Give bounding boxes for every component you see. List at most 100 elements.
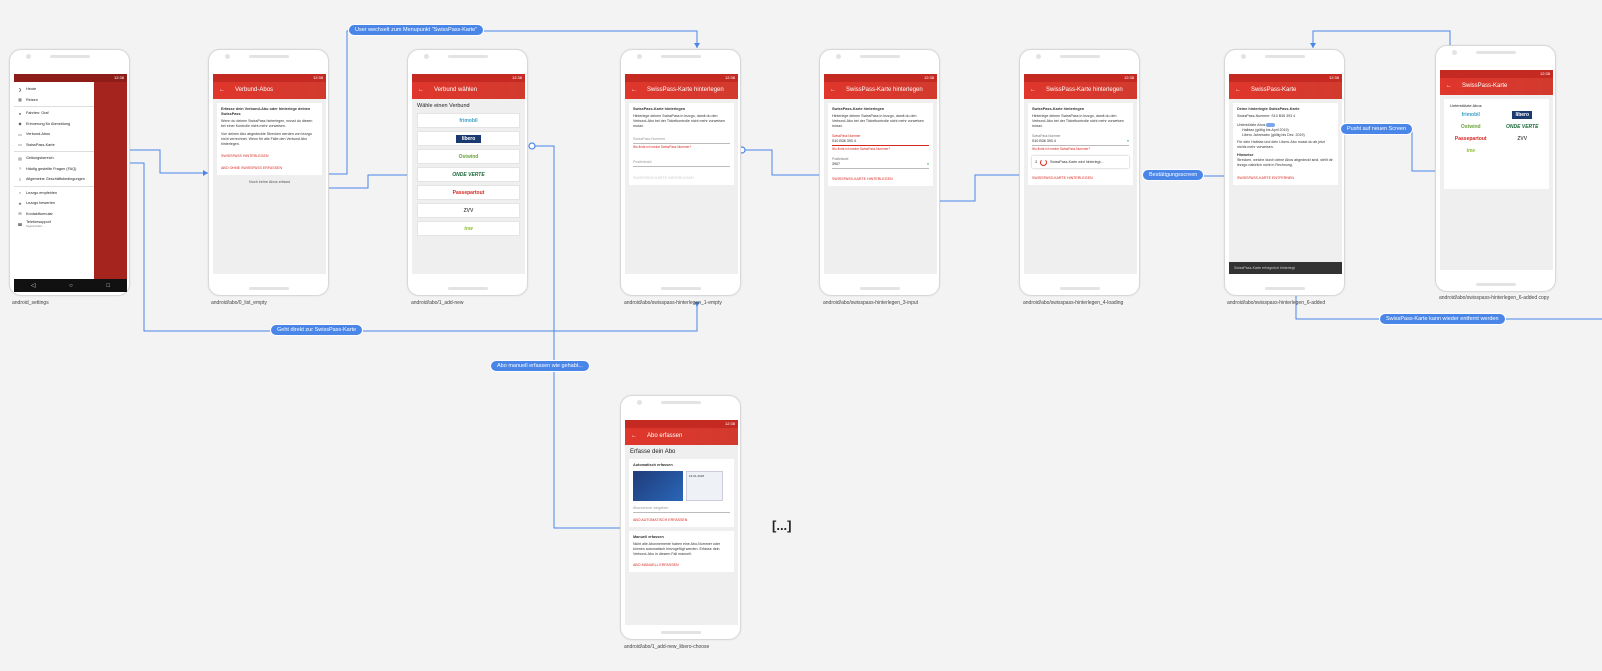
- menu-item-scope[interactable]: ▤Geltungsbereich: [14, 153, 94, 164]
- verbund-tnw[interactable]: tnw: [417, 221, 520, 236]
- map-icon: ▤: [18, 155, 22, 161]
- status-bar: 12:38: [14, 74, 127, 82]
- annotation-remove: SwissPass-Karte kann wieder entfernt wer…: [1380, 314, 1505, 324]
- menu-item-faq[interactable]: ?Häufig gestellte Fragen (FAQ): [14, 164, 94, 175]
- back-arrow-icon[interactable]: ←: [418, 87, 424, 93]
- doc-icon: ≡: [18, 176, 22, 182]
- logo-onde-verte: ONDE VERTE: [1506, 124, 1539, 130]
- verbund-ostwind[interactable]: Ostwind: [417, 149, 520, 164]
- menu-item-reminder[interactable]: ◆Erinnerung für Abmeldung: [14, 119, 94, 130]
- verbund-frimobil[interactable]: frimobil: [417, 113, 520, 128]
- menu-item-heute[interactable]: ❯Heute: [14, 84, 94, 95]
- verbund-onde-verte[interactable]: ONDE VERTE: [417, 167, 520, 182]
- back-arrow-icon[interactable]: ←: [1446, 83, 1452, 89]
- menu-item-rate[interactable]: ★Lezzgo bewerten: [14, 198, 94, 209]
- phone-swisspass-empty: 12:38 ←SwissPass-Karte hinterlegen Swiss…: [620, 49, 741, 296]
- calendar-icon: ▦: [18, 97, 22, 103]
- phone-abo-list-empty: 12:38 ←Verbund-Abos Erfasse dein Verbund…: [208, 49, 329, 296]
- ticket-image: 16.01.2018: [686, 471, 723, 501]
- phone-add-new: 12:38 ←Verbund wählen Wähle einen Verbun…: [407, 49, 528, 296]
- swisspass-form-card: SwissPass-Karte hinterlegen Hinterlege d…: [629, 103, 734, 185]
- auto-capture-card: Automatisch erfassen 16.01.2018 Abonumme…: [629, 459, 734, 527]
- manual-capture-card: Manuell erfassen Nicht alle Abonnemente …: [629, 531, 734, 572]
- connector-dot: [528, 142, 536, 150]
- loading-dialog: 3 SwissPass-Karte wird hinterlegt...: [1032, 156, 1129, 168]
- menu-item-verbund-abos[interactable]: ▭Verbund-Abos: [14, 129, 94, 140]
- plz-input[interactable]: 3907●: [832, 162, 929, 169]
- logo-tnw: tnw: [1466, 148, 1476, 154]
- abo-without-swisspass-link[interactable]: ABO OHNE SWISSPASS ERFASSEN: [221, 166, 283, 170]
- menu-item-contact[interactable]: ✉Kontaktformular: [14, 209, 94, 220]
- annotation-confirm: Bestätigungsscreen: [1143, 170, 1204, 180]
- recents-icon[interactable]: □: [106, 282, 111, 289]
- phone-settings: 12:38 ❯Heute ▦Reisen ●Fahrten: Graf ◆Eri…: [9, 49, 130, 296]
- more-screens-ellipsis: [...]: [772, 518, 792, 533]
- bell-icon: ◆: [18, 121, 22, 127]
- submit-button[interactable]: SWISSPASS-KARTE HINTERLEGEN: [1032, 176, 1093, 180]
- annotation-push: Pusht auf neuen Screen: [1341, 124, 1413, 134]
- verbund-list: frimobil libero Ostwind ONDE VERTE Passe…: [412, 113, 525, 236]
- help-link[interactable]: Wo finde ich meine SwissPass Nummer?: [1032, 147, 1091, 151]
- menu-item-agb[interactable]: ≡Allgemeine Geschäftsbedingungen: [14, 174, 94, 185]
- menu-item-profile[interactable]: ●Fahrten: Graf: [14, 108, 94, 119]
- help-icon: ?: [18, 166, 22, 172]
- back-arrow-icon[interactable]: ←: [219, 87, 225, 93]
- phone-abo-erfassen: 12:38 ←Abo erfassen Erfasse dein Abo Aut…: [620, 395, 741, 640]
- app-bar: ←Verbund-Abos: [213, 82, 326, 99]
- swisspass-number-input[interactable]: SwissPass Nummer: [633, 137, 730, 144]
- phone-swisspass-added: 12:38 ←SwissPass-Karte Deine hinterlegte…: [1224, 49, 1345, 296]
- help-link[interactable]: Wo finde ich meine SwissPass Nummer?: [832, 147, 891, 151]
- back-arrow-icon[interactable]: ←: [631, 433, 637, 439]
- back-arrow-icon[interactable]: ←: [1235, 87, 1241, 93]
- logo-passepartout: Passepartout: [1454, 136, 1487, 142]
- back-icon[interactable]: ◁: [30, 283, 36, 289]
- card-icon: ▭: [18, 142, 22, 148]
- abo-number-input[interactable]: Abonummer eingeben: [633, 506, 730, 513]
- phone-swisspass-input: 12:38 ←SwissPass-Karte hinterlegen Swiss…: [819, 49, 940, 296]
- menu-item-swisspass[interactable]: ▭SwissPass-Karte: [14, 140, 94, 151]
- back-arrow-icon[interactable]: ←: [631, 87, 637, 93]
- phone-swisspass-loading: 12:38 ←SwissPass-Karte hinterlegen Swiss…: [1019, 49, 1140, 296]
- phone-supported-abos: 12:38 ←SwissPass-Karte Unterstützte Abos…: [1435, 45, 1556, 292]
- manual-capture-button[interactable]: ABO MANUELL ERFASSEN: [633, 563, 679, 567]
- logo-ostwind: Ostwind: [1460, 124, 1481, 130]
- submit-button-disabled[interactable]: SWISSPASS-KARTE HINTERLEGEN: [633, 176, 694, 180]
- verbund-zvv[interactable]: ZVV: [417, 203, 520, 218]
- remove-swisspass-button[interactable]: SWISSPASS-KARTE ENTFERNEN: [1237, 176, 1294, 180]
- back-arrow-icon[interactable]: ←: [830, 87, 836, 93]
- annotation-manual: Abo manuell erfassen wie gehabt...: [491, 361, 589, 371]
- help-link[interactable]: Wo finde ich meine SwissPass Nummer?: [633, 145, 692, 149]
- caption-settings: android_settings: [12, 300, 49, 306]
- intro-card: Erfasse dein Verbund-Abo oder hinterlege…: [217, 103, 322, 175]
- plz-input[interactable]: Postleitzahl: [633, 160, 730, 167]
- logo-icon: ❯: [18, 86, 22, 92]
- menu-item-reisen[interactable]: ▦Reisen: [14, 95, 94, 106]
- check-icon: ●: [1126, 139, 1129, 143]
- phone-icon: ☎: [17, 221, 23, 227]
- verbund-passepartout[interactable]: Passepartout: [417, 185, 520, 200]
- submit-button[interactable]: SWISSPASS-KARTE HINTERLEGEN: [832, 177, 893, 181]
- logo-libero: libero: [1502, 111, 1544, 119]
- annotation-user-switch: User wechselt zum Menupunkt "SwissPass-K…: [349, 25, 484, 35]
- home-icon[interactable]: ○: [69, 282, 73, 289]
- connector-loading: [922, 174, 1040, 202]
- menu-item-recommend[interactable]: <Lezzgo empfehlen: [14, 188, 94, 199]
- star-icon: ★: [18, 200, 22, 206]
- person-icon: ●: [18, 110, 22, 116]
- auto-capture-button[interactable]: ABO AUTOMATISCH ERFASSEN: [633, 518, 688, 522]
- back-arrow-icon[interactable]: ←: [1030, 87, 1036, 93]
- supported-logos: frimobil libero Ostwind ONDE VERTE Passe…: [1444, 108, 1549, 158]
- swisspass-number-input[interactable]: S10 B36 393 4: [832, 139, 929, 146]
- swisspass-number-input[interactable]: S10 B36 393 4●: [1032, 139, 1129, 146]
- verbund-libero[interactable]: libero: [417, 131, 520, 146]
- logo-zvv: ZVV: [1517, 136, 1528, 142]
- share-icon: <: [18, 190, 22, 196]
- annotation-direct: Geht direkt zur SwissPass-Karte: [271, 325, 363, 335]
- nav-drawer: ❯Heute ▦Reisen ●Fahrten: Graf ◆Erinnerun…: [14, 82, 94, 279]
- connector-direct-swisspass: [91, 162, 698, 332]
- empty-state: Noch keine Abos erfasst: [249, 180, 290, 184]
- swisspass-link[interactable]: SWISSPASS HINTERLEGEN: [221, 154, 269, 158]
- abos-toggle[interactable]: [1266, 123, 1276, 128]
- card-icon: ▭: [18, 131, 22, 137]
